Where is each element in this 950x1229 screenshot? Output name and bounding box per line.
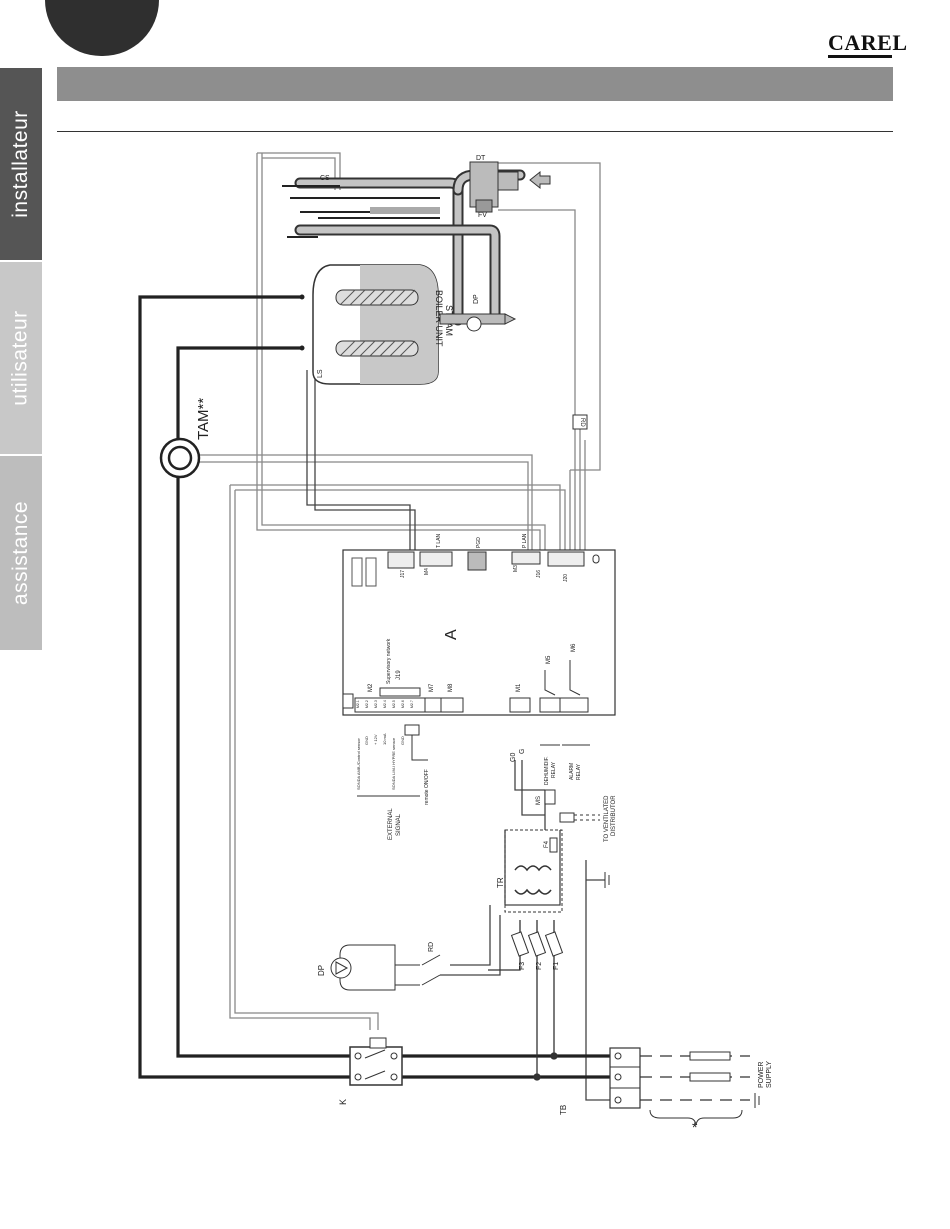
logo-underline <box>828 55 892 58</box>
f1-label: F1 <box>553 962 560 970</box>
f2-label: F2 <box>536 962 543 970</box>
plan-label: P LAN <box>522 533 528 548</box>
side-tab-installateur[interactable]: installateur <box>0 68 42 260</box>
steam-boiler: STEAM BOILER UNIT <box>299 264 454 385</box>
side-tab-utilisateur[interactable]: utilisateur <box>0 262 42 454</box>
m7-label: M7 <box>429 683 435 692</box>
m2-pin: M2.4 <box>383 700 387 708</box>
m2-pin: M2.3 <box>374 700 378 708</box>
m2-signal-label: 10 mA <box>382 733 387 745</box>
tam-label: TAM** <box>195 398 212 440</box>
rd-bottom-label: RD <box>428 942 435 952</box>
m2-signal-label: SONDA LIM./ HYPRE sensor <box>391 737 396 790</box>
f4-label: F4 <box>544 840 550 848</box>
k-label: K <box>338 1099 348 1105</box>
power-label-1: POWER <box>758 1062 765 1088</box>
boiler-unit-label: BOILER UNIT <box>434 290 444 347</box>
dp-top-label: DP <box>473 294 480 304</box>
ls-label: LS <box>317 369 324 378</box>
m3-label: M3 <box>513 565 519 572</box>
controller-label: A <box>443 629 460 640</box>
j16-label: J16 <box>536 570 542 578</box>
controller-board-a: J17 M4 T LAN PGD M3 P LAN J16 J20 A Supe… <box>342 533 616 716</box>
m2-signal-label: SONDA AMB./Control sensor <box>356 738 361 790</box>
j17-label: J17 <box>400 570 406 578</box>
m2-pin: M2.5 <box>392 700 396 708</box>
vent-label-1: TO VENTILATED <box>604 795 610 842</box>
footnote-asterisk: * <box>692 1119 698 1135</box>
g-label: G <box>519 749 526 754</box>
dehum-relay-label-2: RELAY <box>551 761 557 778</box>
m4-label: M4 <box>424 568 430 575</box>
external-signal-label-1: EXTERNAL <box>388 808 394 840</box>
m2-label: M2 <box>368 683 374 692</box>
rd-top-label: RD <box>579 418 585 427</box>
section-title-bar <box>57 67 893 101</box>
m2-pin: M2.2 <box>365 700 369 708</box>
tlan-label: T LAN <box>436 534 442 548</box>
side-tab-assistance[interactable]: assistance <box>0 456 42 650</box>
header-rule <box>57 131 893 132</box>
m6-label: M6 <box>571 643 577 652</box>
tb-label: TB <box>559 1105 568 1115</box>
m2-signal-label: GND <box>400 736 405 745</box>
carel-logo: CAREL <box>828 30 908 55</box>
m2-pin: M2.6 <box>401 700 405 708</box>
m5-label: M5 <box>546 655 552 664</box>
g0-label: G0 <box>510 753 517 762</box>
m8-label: M8 <box>448 683 454 692</box>
vent-label-2: DISTRIBUTOR <box>611 795 617 836</box>
dp-bottom-label: DP <box>317 965 326 976</box>
power-label-2: SUPPLY <box>766 1061 773 1088</box>
j19-label: J19 <box>396 670 402 680</box>
j20-label: J20 <box>563 574 569 582</box>
alarm-relay-label-1: ALARM <box>569 763 575 780</box>
supervisory-label: Supervisory network <box>386 638 392 684</box>
f3-label: F3 <box>519 962 526 970</box>
m1-label: M1 <box>516 683 522 692</box>
external-signal-label-2: SIGNAL <box>396 813 402 836</box>
m2-pin: M2.1 <box>356 700 360 708</box>
m2-pin: M2.7 <box>410 700 414 708</box>
dt-label: DT <box>476 155 486 162</box>
m2-signal-label: GND <box>364 736 369 745</box>
pgd-label: PGD <box>476 537 482 548</box>
ms-label: MS <box>536 796 542 805</box>
dehum-relay-label-1: DEHUMIDIF. <box>544 756 550 785</box>
m2-signal-label: + 12V <box>373 734 378 745</box>
remote-onoff-label: remote ON/OFF <box>424 769 430 805</box>
alarm-relay-label-2: RELAY <box>576 763 582 780</box>
tr-label: TR <box>496 877 505 888</box>
fv-label: FV <box>478 212 487 219</box>
cs-label: CS <box>320 175 330 182</box>
